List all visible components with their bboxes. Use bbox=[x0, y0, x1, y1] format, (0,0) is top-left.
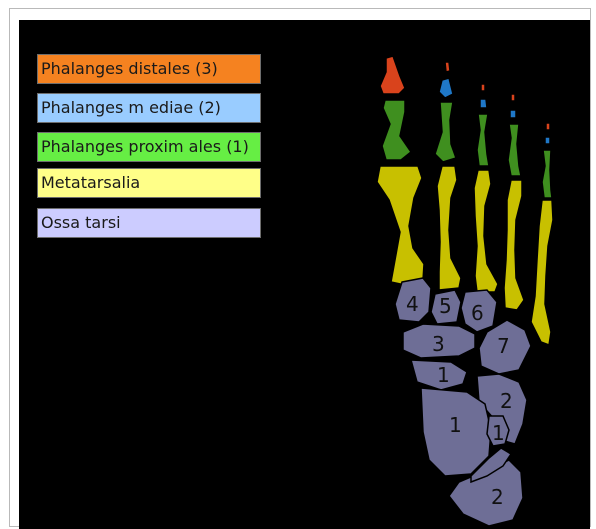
label-4: 4 bbox=[406, 292, 419, 316]
foot-diagram: Phalanges distales (3) Phalanges m ediae… bbox=[19, 20, 590, 529]
label-3: 3 bbox=[432, 332, 445, 356]
label-2-upper: 2 bbox=[500, 389, 513, 413]
proximal-phalanx-1 bbox=[382, 100, 411, 160]
label-5: 5 bbox=[439, 294, 452, 318]
label-2-lower: 2 bbox=[491, 485, 504, 509]
foot-skeleton: 4 5 6 3 7 1 2 1 1 2 bbox=[19, 20, 590, 529]
middle-phalanges bbox=[439, 78, 550, 144]
proximal-phalanx-5 bbox=[542, 150, 552, 198]
middle-phalanx-3 bbox=[480, 99, 487, 108]
distal-phalanx-4 bbox=[511, 94, 515, 101]
middle-phalanx-5 bbox=[545, 137, 550, 144]
metatarsal-3 bbox=[474, 170, 498, 292]
label-1-small: 1 bbox=[492, 421, 505, 445]
metatarsal-5 bbox=[531, 200, 553, 345]
distal-phalanx-5 bbox=[546, 123, 550, 130]
label-7: 7 bbox=[497, 334, 510, 358]
middle-phalanx-2 bbox=[439, 78, 453, 98]
metatarsal-4 bbox=[504, 180, 524, 310]
distal-phalanges bbox=[380, 56, 550, 130]
proximal-phalanx-3 bbox=[477, 114, 489, 166]
distal-phalanx-1 bbox=[380, 56, 405, 94]
metatarsal-1 bbox=[377, 166, 424, 285]
middle-phalanx-4 bbox=[510, 110, 516, 118]
proximal-phalanx-4 bbox=[508, 124, 521, 176]
label-1-talus: 1 bbox=[449, 413, 462, 437]
metatarsal-2 bbox=[437, 166, 461, 290]
proximal-phalanx-2 bbox=[435, 102, 456, 162]
label-1-upper: 1 bbox=[437, 363, 450, 387]
distal-phalanx-2 bbox=[445, 62, 450, 72]
distal-phalanx-3 bbox=[481, 84, 485, 91]
label-6: 6 bbox=[471, 301, 484, 325]
